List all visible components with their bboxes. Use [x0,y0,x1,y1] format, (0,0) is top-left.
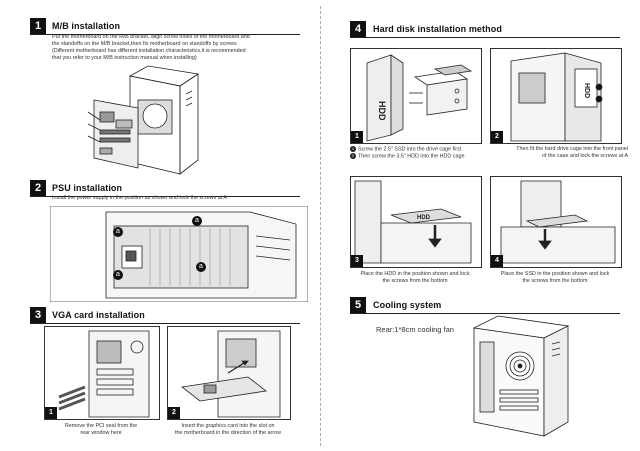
vga-caption-1: Remove the PCI seal from the rear window… [44,423,158,437]
hdd-panel-2: HDD 2 [490,48,622,144]
section-2-badge: 2 [30,180,46,196]
hdd-panel-3: HDD 3 [350,176,482,268]
hdd-label-3: HDD [417,215,431,221]
bullet-1-icon: 1 [350,146,356,152]
hdd-caption-2-line-1: Then fit the hard drive cage into the fr… [516,146,628,152]
section-2-title: PSU installation [52,183,123,193]
hdd-panel-2-number: 2 [491,131,503,143]
section-1-title: M/B installation [52,21,121,31]
hdd-caption-4: Place the SSD in the position shown and … [482,271,628,285]
hdd-panel-4: 4 [490,176,622,268]
hdd-label-1: HDD [377,101,387,121]
vga-panel-2-number: 2 [168,407,180,419]
mb-line-2: the standoffs on the M/B bracket,then fi… [52,41,237,47]
vga-caption-1-line-2: rear window here [80,430,122,436]
section-1-rule [30,34,300,35]
hdd-panel-1-drawing: HDD [366,54,473,142]
hdd-panel-1-number: 1 [351,131,363,143]
hdd-panel-3-drawing: HDD [354,180,472,264]
section-3-rule [30,323,300,324]
vga-caption-1-line-1: Remove the PCI seal from the [64,423,138,429]
hdd-caption-4-line-1: Place the SSD in the position shown and … [500,271,610,277]
mb-line-4: that you refer to your M/B instruction m… [52,55,197,61]
mb-line-3: (Different motherboard has different ins… [52,48,246,54]
mb-case-illustration [87,65,200,175]
psu-screw-a-3: a [192,216,202,226]
psu-line-1: Install the power supply in the position… [52,195,227,201]
section-3-badge: 3 [30,307,46,323]
section-5-title: Cooling system [373,300,442,310]
vga-panel-1-drawing [58,330,150,418]
psu-screw-a-2: a [113,270,123,280]
hdd-panel-4-number: 4 [491,255,503,267]
section-3-title: VGA card installation [52,310,145,320]
hdd-caption-1-text-2: Then screw the 3.5" HDD into the HDD cag… [358,153,465,160]
vga-panel-2: 2 [167,326,291,420]
hdd-caption-1-text-1: Screw the 2.5" SSD into the drive cage f… [358,146,462,153]
cooling-text: Rear:1*8cm cooling fan [376,325,454,334]
vga-caption-2-line-1: Insert the graphics card into the slot o… [181,423,275,429]
section-4-badge: 4 [350,21,366,37]
hdd-panel-3-number: 3 [351,255,363,267]
hdd-panel-1: HDD 1 [350,48,482,144]
hdd-caption-3: Place the HDD in the position shown and … [342,271,488,285]
section-5-rule [350,313,620,314]
vga-panel-1-number: 1 [45,407,57,419]
page-divider [320,6,321,446]
bullet-2-icon: 2 [350,153,356,160]
section-1-badge: 1 [30,18,46,34]
hdd-caption-3-line-1: Place the HDD in the position shown and … [360,271,470,277]
vga-panel-2-drawing [181,330,281,418]
hdd-caption-3-line-2: the screws from the bottom [382,278,448,284]
section-4-rule [350,37,620,38]
vga-caption-2-line-2: the motherboard in the direction of the … [174,430,282,436]
section-4-title: Hard disk installation method [373,24,502,34]
section-2-rule [30,196,300,197]
vga-panel-1: 1 [44,326,160,420]
hdd-caption-2: Then fit the hard drive cage into the fr… [490,146,628,160]
hdd-label-2: HDD [583,83,590,98]
section-2-text: Install the power supply in the position… [52,195,302,202]
section-5-badge: 5 [350,297,366,313]
psu-screw-a-1: a [113,227,123,237]
mb-line-1: Put the motherboard on the M/B bracket, … [52,34,250,40]
hdd-caption-2-line-2: of the case and lock the screws at A [542,153,628,159]
hdd-panel-2-drawing: HDD [510,52,603,142]
hdd-panel-4-drawing [500,180,616,264]
psu-screw-a-4: a [196,262,206,272]
cooling-case-illustration [472,315,570,437]
vga-caption-2: Insert the graphics card into the slot o… [160,423,296,437]
section-1-text: Put the motherboard on the M/B bracket, … [52,34,302,62]
hdd-caption-4-line-2: the screws from the bottom [522,278,588,284]
psu-illustration [50,206,308,302]
